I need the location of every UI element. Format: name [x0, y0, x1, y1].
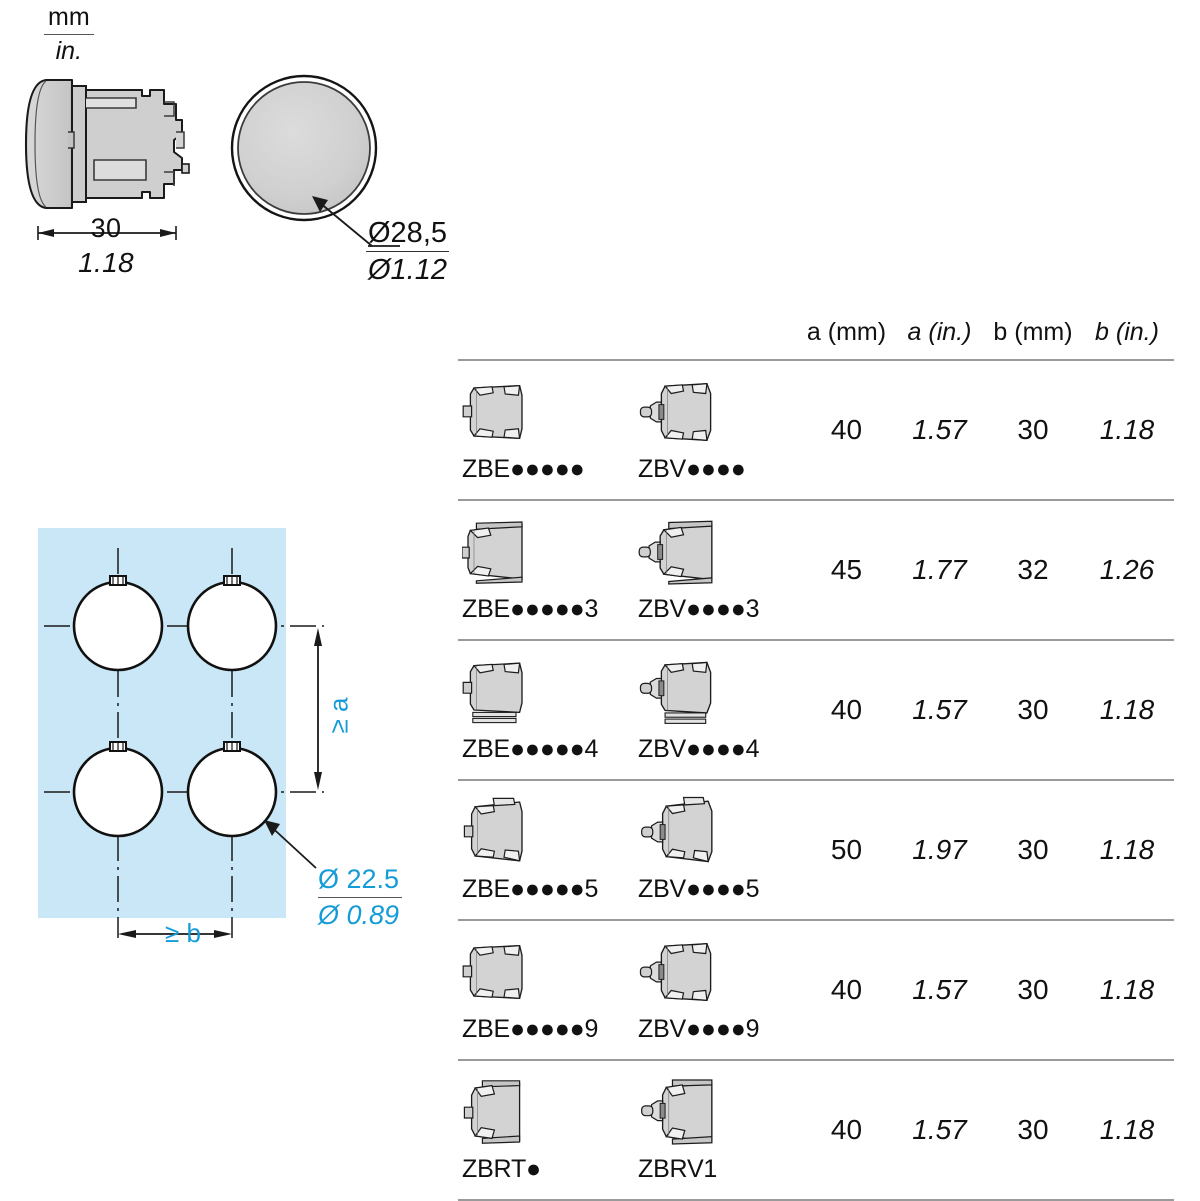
- front-view-callout-leader: [300, 192, 410, 267]
- hole-diameter-in: Ø 0.89: [318, 899, 400, 930]
- table-header: a (mm) a (in.) b (mm) b (in.): [458, 318, 1174, 360]
- product-cell-right: ZBRV1: [630, 1060, 800, 1200]
- product-reference-left: ZBE●●●●●4: [462, 735, 599, 763]
- product-cell-left: ZBE●●●●●4: [458, 640, 630, 780]
- dimension-30-in: 1.18: [78, 247, 134, 278]
- contact-block-zbe: [462, 361, 528, 457]
- product-cell-right: ZBV●●●●: [630, 360, 800, 500]
- cell-a-mm: 40: [830, 694, 863, 725]
- cell-b-mm: 30: [1017, 694, 1049, 725]
- contact-block-zbv3: [638, 501, 718, 597]
- panel-cutout-layout: [26, 520, 406, 965]
- table-row: ZBE●●●●●3 ZBV●●●●3 45 1.77 32 1.26: [458, 500, 1174, 640]
- unit-legend-in: in.: [55, 36, 83, 65]
- product-reference-left: ZBE●●●●●5: [462, 875, 599, 903]
- contact-block-zbv4: [638, 641, 718, 737]
- header-a-mm: a (mm): [806, 318, 887, 346]
- unit-legend-mm: mm: [44, 3, 94, 35]
- dimension-30-mm: 30: [90, 213, 122, 243]
- cell-a-in: 1.57: [912, 694, 967, 725]
- cell-a-mm: 40: [830, 414, 863, 445]
- product-cell-left: ZBRT●: [458, 1060, 630, 1200]
- spacing-label-b: ≥ b: [165, 918, 201, 948]
- cell-b-in: 1.18: [1099, 1114, 1155, 1145]
- cell-a-in: 1.57: [912, 1114, 967, 1145]
- diameter-callout-mm: Ø28,5: [366, 217, 449, 253]
- product-reference-left: ZBE●●●●●3: [462, 595, 599, 623]
- cell-a-in: 1.57: [912, 974, 967, 1005]
- cell-b-mm: 30: [1017, 834, 1049, 865]
- header-a-in: a (in.): [907, 318, 972, 346]
- product-reference-left: ZBE●●●●●9: [462, 1015, 599, 1043]
- contact-block-zbv5: [638, 781, 718, 877]
- contact-block-zbrt: [462, 1061, 528, 1157]
- cell-a-mm: 40: [830, 974, 863, 1005]
- cell-b-mm: 32: [1017, 554, 1049, 585]
- diameter-callout-in: Ø1.12: [368, 254, 447, 287]
- contact-block-zbe3: [462, 501, 528, 597]
- product-reference-right: ZBV●●●●4: [638, 735, 760, 763]
- product-cell-right: ZBV●●●●9: [630, 920, 800, 1060]
- product-cell-left: ZBE●●●●●3: [458, 500, 630, 640]
- table-row: ZBRT● ZBRV1 40 1.57 30 1.18: [458, 1060, 1174, 1200]
- header-b-in: b (in.): [1095, 318, 1159, 346]
- push-button-front-view: [226, 72, 406, 247]
- contact-block-zbrv1: [638, 1061, 718, 1157]
- cell-b-in: 1.18: [1099, 974, 1155, 1005]
- product-cell-left: ZBE●●●●●5: [458, 780, 630, 920]
- table-row: ZBE●●●●●5 ZBV●●●●5 50 1.97 30 1.18: [458, 780, 1174, 920]
- product-reference-right: ZBV●●●●: [638, 455, 746, 483]
- spacing-label-a: ≥ a: [323, 697, 354, 734]
- product-cell-left: ZBE●●●●●: [458, 360, 630, 500]
- header-product-right: [630, 318, 800, 360]
- cell-b-in: 1.18: [1099, 834, 1155, 865]
- cell-a-mm: 50: [830, 834, 863, 865]
- product-cell-right: ZBV●●●●3: [630, 500, 800, 640]
- hole-diameter-callout: Ø 22.5 Ø 0.89: [318, 864, 403, 930]
- cell-b-in: 1.18: [1099, 694, 1155, 725]
- product-cell-right: ZBV●●●●4: [630, 640, 800, 780]
- product-reference-right: ZBRV1: [638, 1155, 718, 1183]
- front-view-diameter-callout: Ø28,5 Ø1.12: [366, 217, 449, 287]
- contact-block-zbe4: [462, 641, 528, 737]
- product-reference-left: ZBRT●: [462, 1155, 541, 1183]
- cell-a-in: 1.77: [912, 554, 967, 585]
- product-reference-right: ZBV●●●●9: [638, 1015, 760, 1043]
- cell-b-mm: 30: [1017, 974, 1049, 1005]
- cell-b-mm: 30: [1017, 414, 1049, 445]
- table-row: ZBE●●●●● ZBV●●●● 40 1.57 30 1.18: [458, 360, 1174, 500]
- contact-block-zbe5: [462, 781, 528, 877]
- dimension-spec-table: a (mm) a (in.) b (mm) b (in.) ZBE●●●●●ZB…: [458, 318, 1174, 1201]
- table-row: ZBE●●●●●4 ZBV●●●●4 40 1.57 30 1.18: [458, 640, 1174, 780]
- cell-a-mm: 45: [830, 554, 863, 585]
- product-reference-right: ZBV●●●●5: [638, 875, 760, 903]
- contact-block-zbv9: [638, 921, 718, 1017]
- contact-block-zbv: [638, 361, 718, 457]
- cell-a-mm: 40: [830, 1114, 863, 1145]
- cell-b-in: 1.18: [1099, 414, 1155, 445]
- product-cell-left: ZBE●●●●●9: [458, 920, 630, 1060]
- table-row: ZBE●●●●●9 ZBV●●●●9 40 1.57 30 1.18: [458, 920, 1174, 1060]
- header-product-left: [458, 318, 630, 360]
- product-reference-right: ZBV●●●●3: [638, 595, 760, 623]
- cell-b-mm: 30: [1017, 1114, 1049, 1145]
- hole-diameter-mm: Ø 22.5: [318, 864, 403, 898]
- product-reference-left: ZBE●●●●●: [462, 455, 585, 483]
- push-button-side-view: [24, 72, 224, 237]
- cell-a-in: 1.57: [912, 414, 967, 445]
- header-b-mm: b (mm): [993, 318, 1073, 346]
- cell-b-in: 1.26: [1099, 554, 1155, 585]
- unit-legend: mm in.: [44, 3, 94, 65]
- product-cell-right: ZBV●●●●5: [630, 780, 800, 920]
- cell-a-in: 1.97: [912, 834, 967, 865]
- contact-block-zbe9: [462, 921, 528, 1017]
